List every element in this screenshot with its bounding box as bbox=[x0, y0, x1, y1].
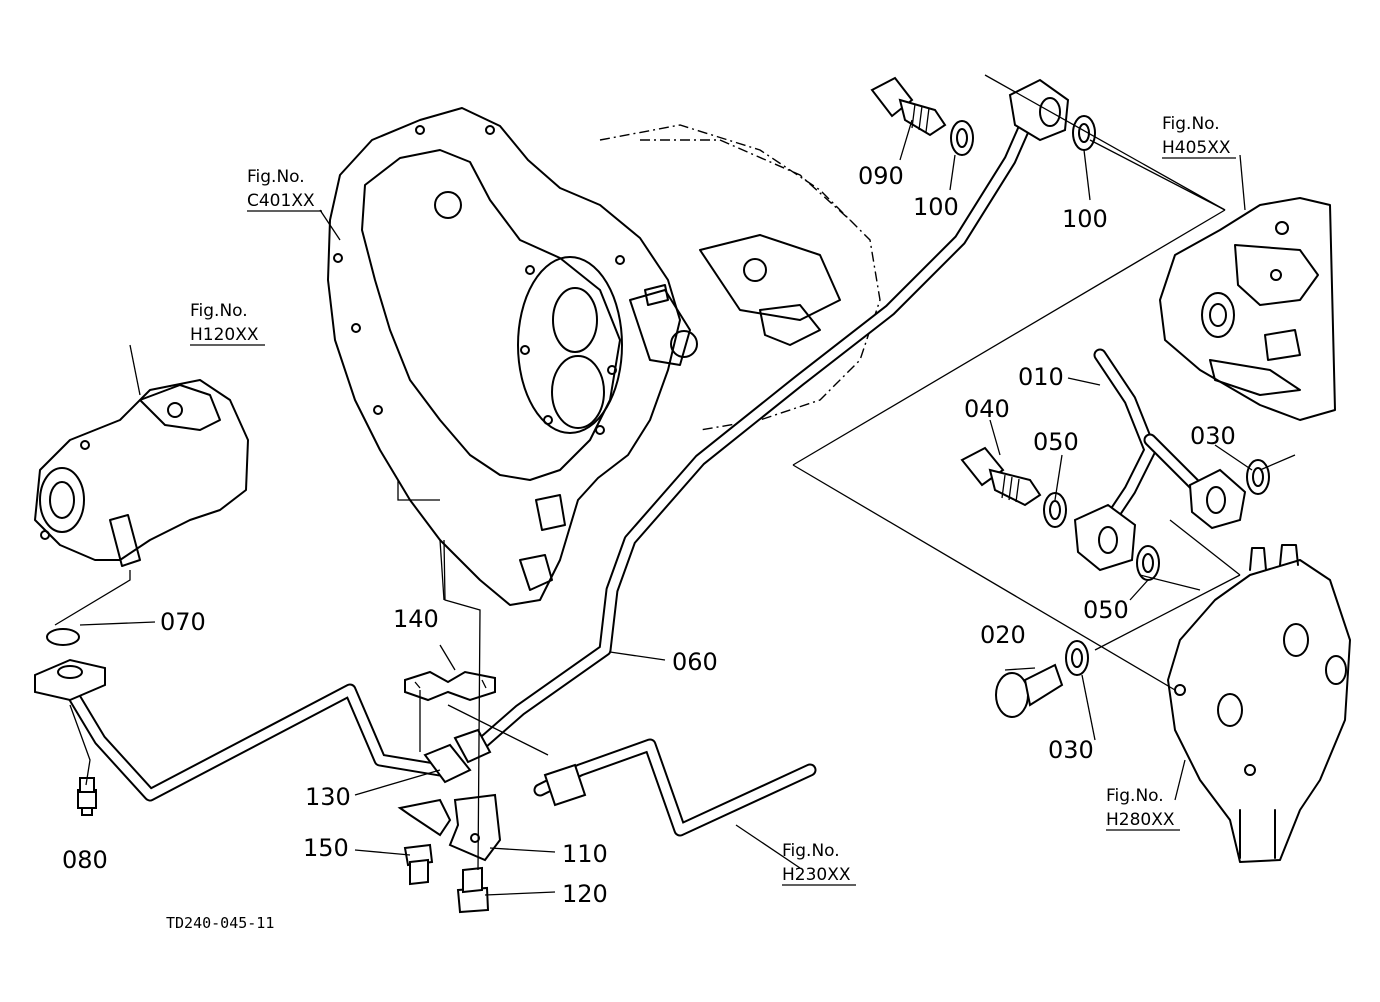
suction-pipe bbox=[63, 683, 447, 802]
transmission-housing bbox=[327, 107, 881, 606]
seal-washer-100-left bbox=[950, 120, 974, 156]
plug-020 bbox=[995, 663, 1064, 718]
figref-h120: Fig.No. H120XX bbox=[190, 301, 265, 346]
svg-text:H120XX: H120XX bbox=[190, 325, 259, 345]
label-030-upper: 030 bbox=[1190, 422, 1236, 450]
sleeve-130 bbox=[423, 728, 492, 784]
bolt-120 bbox=[456, 866, 490, 914]
svg-text:H280XX: H280XX bbox=[1106, 810, 1175, 830]
label-050-upper: 050 bbox=[1033, 428, 1079, 456]
o-ring-070 bbox=[46, 628, 80, 646]
clamp-140 bbox=[404, 670, 496, 702]
alignment-lines bbox=[419, 74, 1296, 871]
label-040: 040 bbox=[964, 395, 1010, 423]
leader-lines bbox=[69, 119, 1253, 896]
label-140: 140 bbox=[393, 605, 439, 633]
pipe-010 bbox=[1073, 348, 1247, 572]
figref-h230: Fig.No. H230XX bbox=[782, 841, 856, 886]
figref-h405: Fig.No. H405XX bbox=[1162, 114, 1236, 159]
label-130: 130 bbox=[305, 783, 351, 811]
label-100-right: 100 bbox=[1062, 205, 1108, 233]
hydraulic-pump bbox=[34, 379, 249, 626]
svg-text:Fig.No.: Fig.No. bbox=[1106, 786, 1164, 806]
seal-washer-050-upper bbox=[1043, 492, 1067, 528]
seal-washer-030-lower bbox=[1065, 640, 1089, 676]
bolt-150 bbox=[403, 843, 434, 886]
svg-text:H230XX: H230XX bbox=[782, 865, 851, 885]
hollow-bolt-040 bbox=[960, 446, 1042, 507]
label-090: 090 bbox=[858, 162, 904, 190]
label-120: 120 bbox=[562, 880, 608, 908]
figref-c401: Fig.No. C401XX bbox=[247, 167, 322, 212]
svg-text:C401XX: C401XX bbox=[247, 191, 315, 211]
return-pipe-fitting bbox=[543, 763, 587, 807]
seal-washer-100-right bbox=[1072, 115, 1096, 151]
label-010: 010 bbox=[1018, 363, 1064, 391]
svg-text:Fig.No.: Fig.No. bbox=[782, 841, 840, 861]
label-070: 070 bbox=[160, 608, 206, 636]
bracket-110 bbox=[397, 793, 502, 862]
label-100-left: 100 bbox=[913, 193, 959, 221]
hollow-bolt-090 bbox=[870, 76, 947, 137]
pipe-060 bbox=[473, 103, 1039, 752]
suction-flange bbox=[34, 658, 106, 702]
figref-h280: Fig.No. H280XX bbox=[1106, 786, 1180, 831]
seal-washer-030-upper bbox=[1246, 459, 1270, 495]
svg-text:H405XX: H405XX bbox=[1162, 138, 1231, 158]
svg-text:Fig.No.: Fig.No. bbox=[247, 167, 305, 187]
svg-text:Fig.No.: Fig.No. bbox=[190, 301, 248, 321]
label-050-lower: 050 bbox=[1083, 596, 1129, 624]
label-020: 020 bbox=[980, 621, 1026, 649]
label-030-lower: 030 bbox=[1048, 736, 1094, 764]
pipe-eye-fitting bbox=[1008, 78, 1070, 142]
label-110: 110 bbox=[562, 840, 608, 868]
label-060: 060 bbox=[672, 648, 718, 676]
control-valve-lower bbox=[1167, 544, 1351, 863]
drawing-code: TD240-045-11 bbox=[166, 914, 274, 932]
svg-text:Fig.No.: Fig.No. bbox=[1162, 114, 1220, 134]
valve-block-upper bbox=[1159, 197, 1336, 421]
label-080: 080 bbox=[62, 846, 108, 874]
bolt-080 bbox=[77, 777, 97, 816]
label-150: 150 bbox=[303, 834, 349, 862]
